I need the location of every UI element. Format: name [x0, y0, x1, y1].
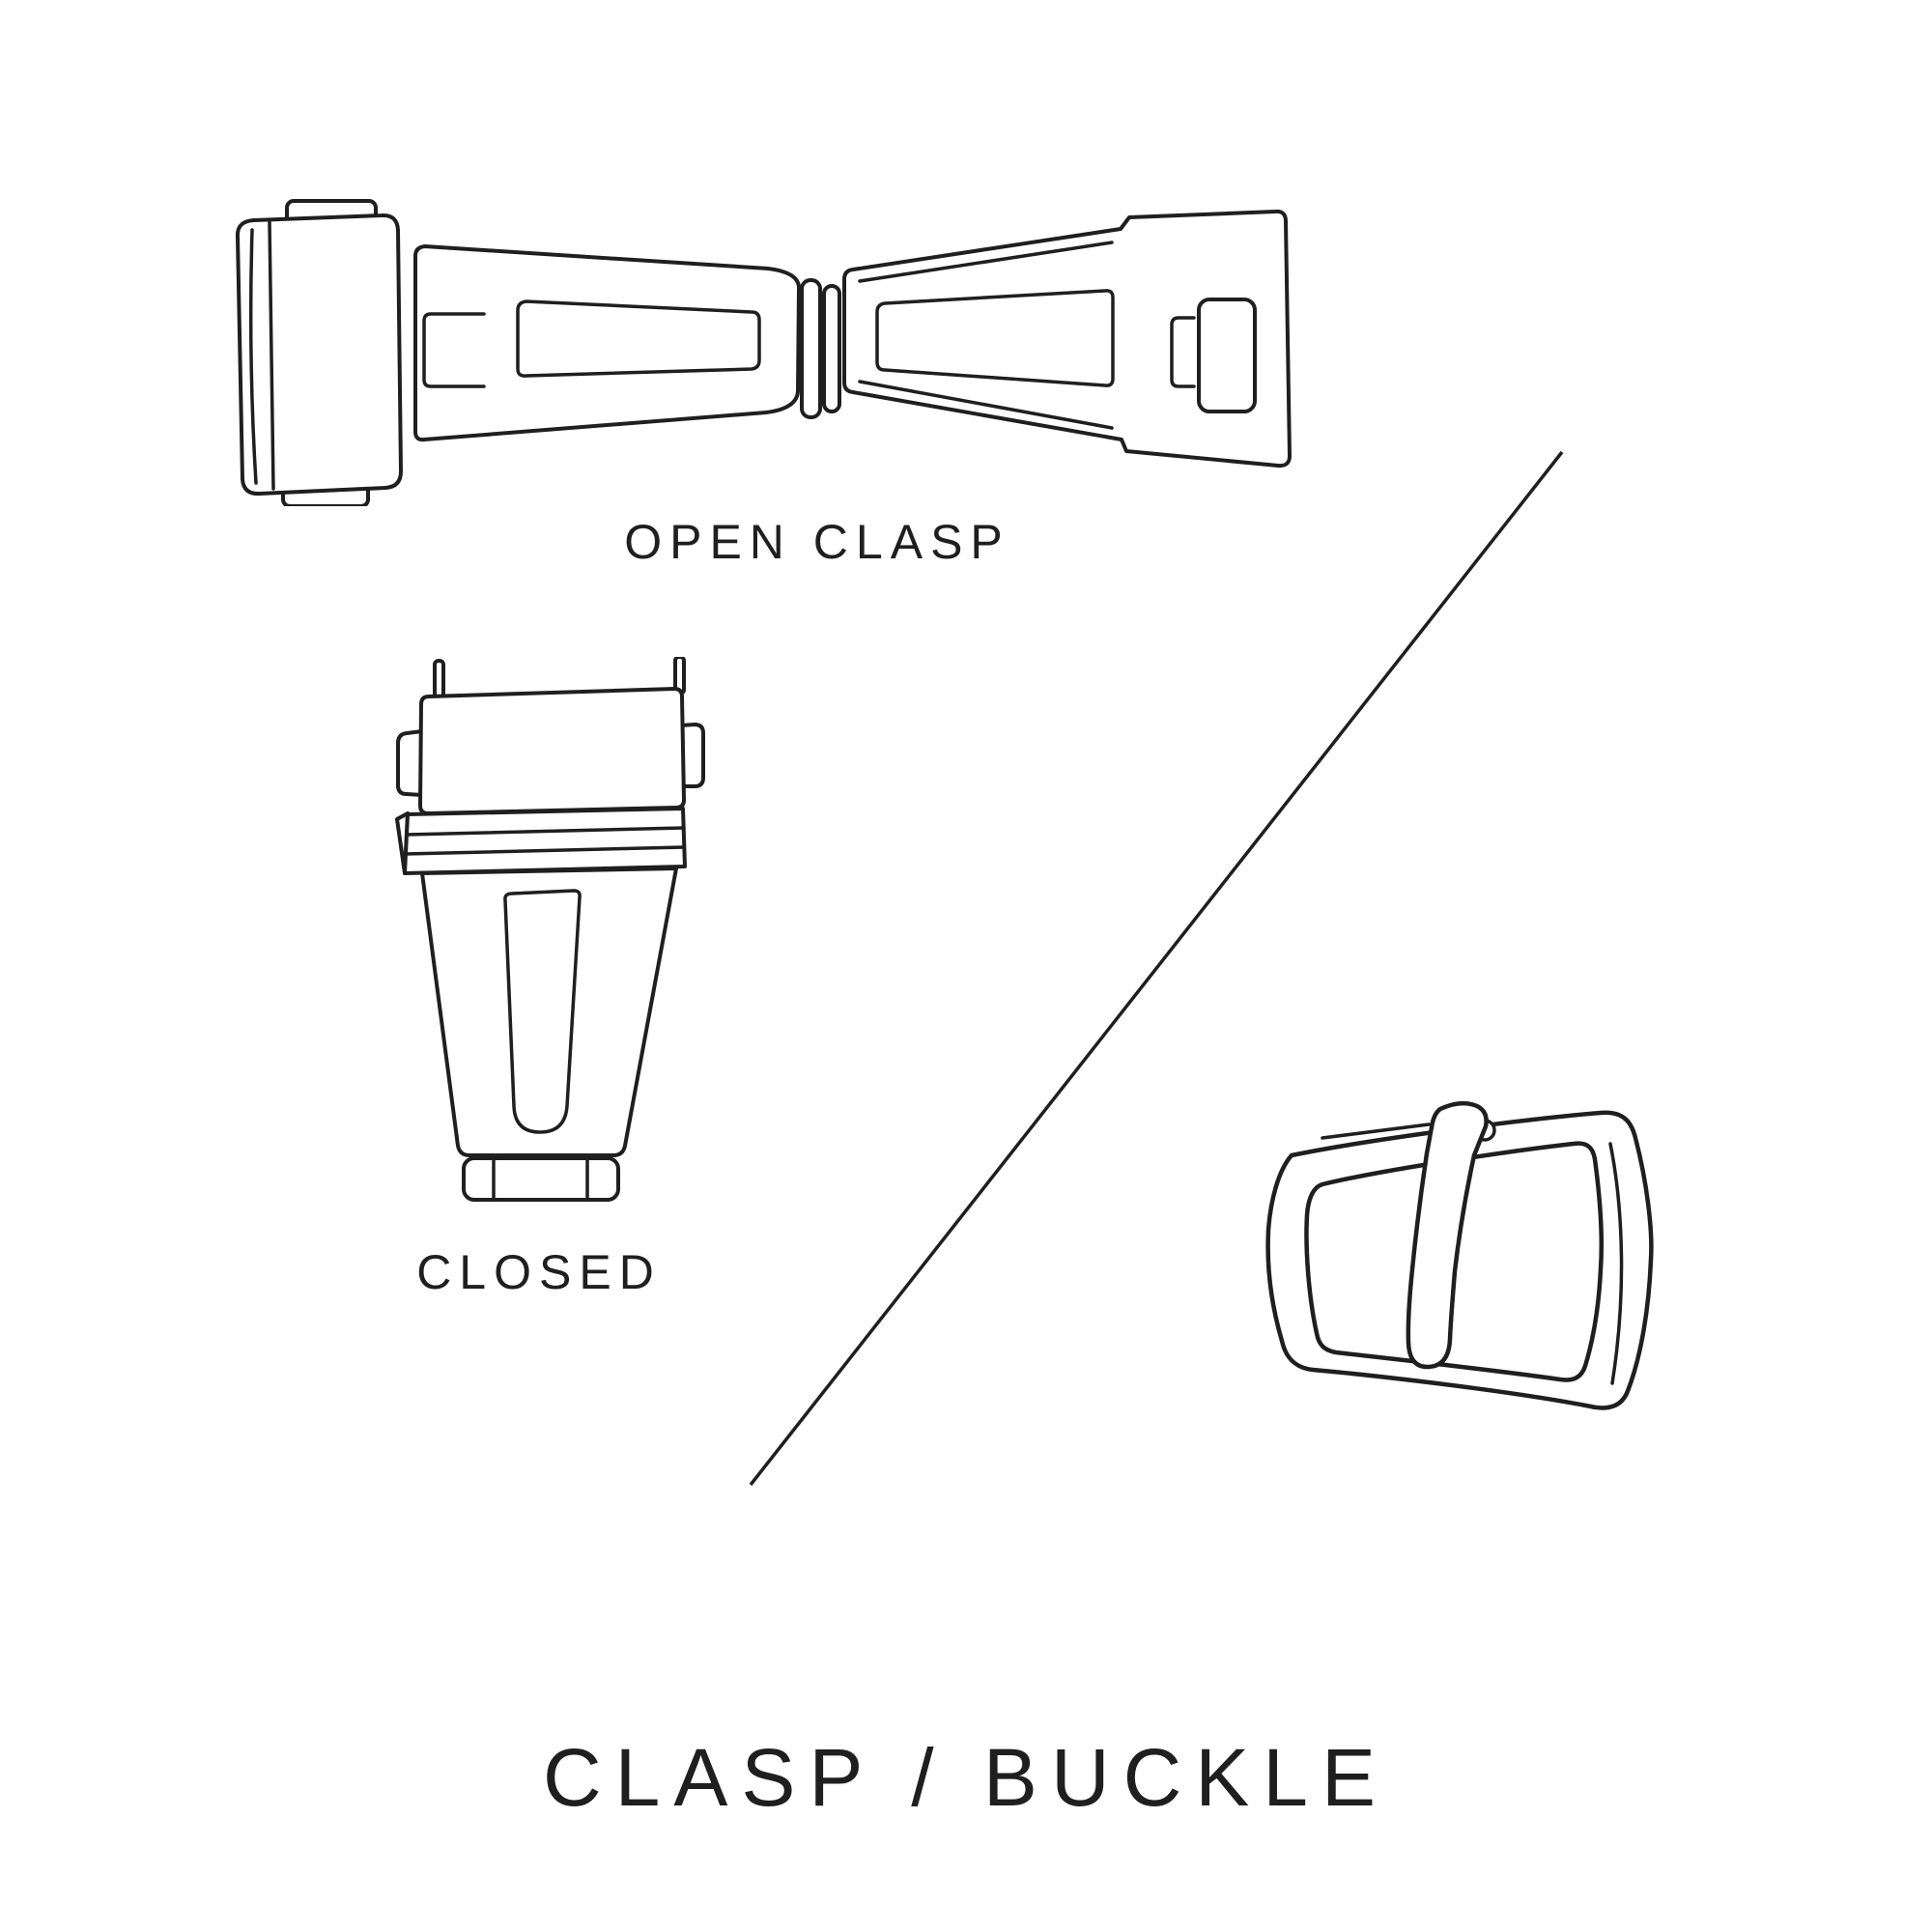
buckle-figure [1241, 1095, 1666, 1443]
open-clasp-label: OPEN CLASP [624, 515, 1010, 569]
open-clasp-figure [225, 187, 1317, 506]
closed-clasp-label: CLOSED [416, 1245, 662, 1299]
closed-clasp-illustration [395, 657, 705, 1202]
page-title: CLASP / BUCKLE [542, 1732, 1390, 1823]
open-clasp-illustration [235, 199, 1292, 506]
buckle-illustration [1265, 1100, 1654, 1410]
closed-clasp-figure [394, 657, 713, 1217]
